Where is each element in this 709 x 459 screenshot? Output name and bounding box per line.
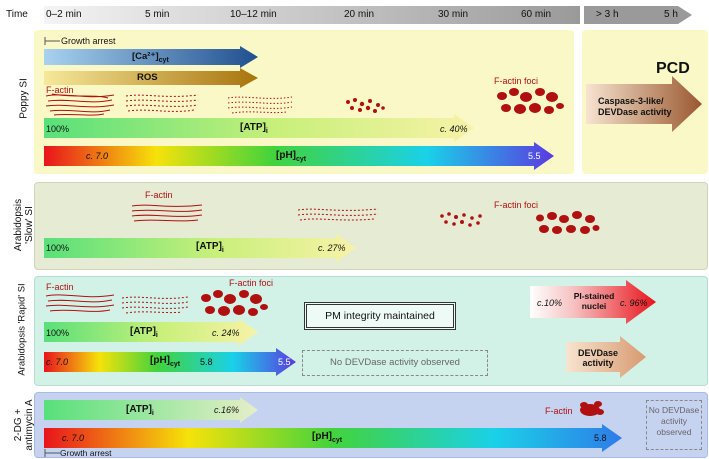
poppy-atp-end: c. 40%	[440, 124, 468, 134]
ros-arrow	[44, 68, 258, 88]
time-point-1: 5 min	[145, 9, 170, 20]
rapid-ph-end: 5.5	[278, 357, 291, 367]
poppy-growth-arrest-label: Growth arrest	[61, 36, 116, 46]
poppy-atp-arrow	[44, 114, 474, 142]
time-point-7: 5 h	[664, 9, 678, 20]
rapid-atp-end: c. 24%	[212, 328, 240, 338]
rapid-factin-fragmenting	[121, 296, 189, 314]
slow-atp-arrow	[44, 234, 356, 262]
time-point-6: > 3 h	[596, 9, 619, 20]
slow-factin-filaments	[131, 204, 203, 222]
poppy-factin-label: F-actin	[46, 85, 74, 95]
rapid-factin-filaments	[45, 294, 115, 312]
slow-atp-label: [ATP]i	[196, 241, 224, 254]
rapid-ph-mid: 5.8	[200, 357, 213, 367]
dg-ph-arrow	[44, 424, 622, 452]
growth-arrest-marker	[44, 37, 60, 45]
time-point-3: 20 min	[344, 9, 375, 20]
poppy-ph-start: c. 7.0	[86, 151, 109, 161]
poppy-factin-foci-blobs	[497, 88, 564, 114]
dg-growth-arrest-marker	[44, 449, 60, 457]
dg-atp-label: [ATP]i	[126, 404, 154, 417]
rapid-ph-start: c. 7.0	[46, 357, 69, 367]
poppy-factin-foci-label: F-actin foci	[494, 76, 539, 86]
slow-factin-dots	[440, 212, 482, 227]
calcium-arrow	[44, 46, 258, 68]
dg-atp-end: c.16%	[214, 405, 240, 415]
caspase-label-1: Caspase-3-like/	[598, 96, 664, 106]
rapid-atp-start: 100%	[46, 328, 70, 338]
pi-stained-arrow	[530, 280, 656, 324]
slow-factin-foci-blobs	[536, 211, 600, 234]
caspase-label-2: DEVDase activity	[598, 107, 672, 117]
poppy-ph-arrow	[44, 142, 554, 170]
ros-label: ROS	[137, 72, 158, 83]
dg-factin-aggregate	[580, 401, 604, 416]
time-point-4: 30 min	[438, 9, 469, 20]
poppy-si-row-label: Poppy SI	[18, 78, 30, 119]
dg-ph-start: c. 7.0	[62, 433, 85, 443]
pm-integrity-box: PM integrity maintained	[304, 302, 456, 330]
timeline-arrow	[44, 6, 692, 24]
poppy-ph-label: [pH]cyt	[276, 150, 307, 163]
pi-end: c. 96%	[620, 298, 648, 308]
poppy-ph-end: 5.5	[528, 151, 541, 161]
poppy-factin-filaments	[45, 93, 115, 116]
poppy-factin-fragmenting-2	[227, 96, 293, 114]
time-point-2: 10–12 min	[230, 9, 277, 20]
rapid-ph-label: [pH]cyt	[150, 355, 181, 368]
dg-ph-end: 5.8	[594, 433, 607, 443]
rapid-si-row-label: Arabidopsis 'Rapid' SI	[16, 283, 28, 376]
dg-atp-arrow	[44, 397, 258, 423]
caspase-arrow	[586, 76, 702, 132]
rapid-atp-arrow	[44, 318, 258, 346]
pi-start: c.10%	[537, 298, 563, 308]
time-point-5: 60 min	[521, 9, 552, 20]
slow-factin-label: F-actin	[145, 190, 173, 200]
slow-atp-start: 100%	[46, 243, 70, 253]
slow-atp-end: c. 27%	[318, 243, 346, 253]
poppy-atp-start: 100%	[46, 124, 70, 134]
devdase-arrow	[566, 336, 646, 378]
poppy-factin-dots	[346, 98, 385, 113]
slow-factin-fragmenting	[297, 208, 379, 221]
rapid-no-devdase-box: No DEVDase activity observed	[302, 350, 488, 376]
rapid-factin-label: F-actin	[46, 282, 74, 292]
rapid-factin-foci-label: F-actin foci	[229, 278, 274, 288]
rapid-ph-arrow	[44, 348, 296, 376]
rapid-atp-label: [ATP]i	[130, 326, 158, 339]
dg-growth-arrest-label: Growth arrest	[60, 448, 112, 458]
poppy-factin-fragmenting-1	[125, 94, 199, 112]
time-point-0: 0–2 min	[46, 9, 82, 20]
slow-factin-foci-label: F-actin foci	[494, 200, 539, 210]
slow-si-row-label: Arabidopsis'Slow' SI	[13, 198, 35, 252]
time-axis-label: Time	[6, 9, 28, 20]
dg-factin-label: F-actin	[545, 406, 573, 416]
rapid-factin-foci-blobs	[201, 290, 268, 316]
dg-row-label: 2-DG +antimycin A	[13, 399, 35, 451]
calcium-label: [Ca²⁺]cyt	[132, 51, 169, 64]
pcd-label: PCD	[656, 60, 690, 77]
dg-ph-label: [pH]cyt	[312, 431, 343, 444]
poppy-atp-label: [ATP]i	[240, 122, 268, 135]
